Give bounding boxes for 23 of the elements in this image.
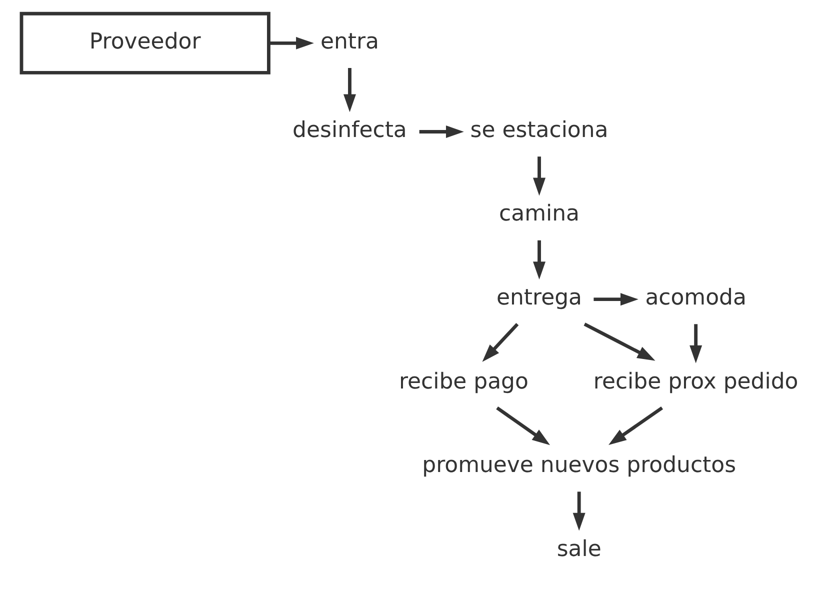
arrow [482,322,519,362]
arrow [690,324,702,364]
node-text: entrega [496,286,582,311]
node-text: se estaciona [470,118,608,143]
arrow [419,125,464,138]
node-text: recibe pago [398,369,528,394]
node-text: camina [499,202,580,227]
node-text: entra [320,29,380,54]
arrow [496,406,550,446]
node-text: sale [556,536,602,562]
node-text: promueve nuevos productos [422,453,736,478]
arrow [594,293,638,306]
node-box: Proveedor [20,12,270,74]
arrow [584,322,656,361]
arrow [269,36,314,50]
arrow [533,240,546,280]
arrow [533,156,546,196]
node-text: recibe prox pedido [593,369,798,394]
arrow [608,406,664,446]
node-text: desinfecta [292,118,407,143]
arrow [343,68,356,112]
node-text: acomoda [645,286,746,311]
arrow [572,492,586,531]
